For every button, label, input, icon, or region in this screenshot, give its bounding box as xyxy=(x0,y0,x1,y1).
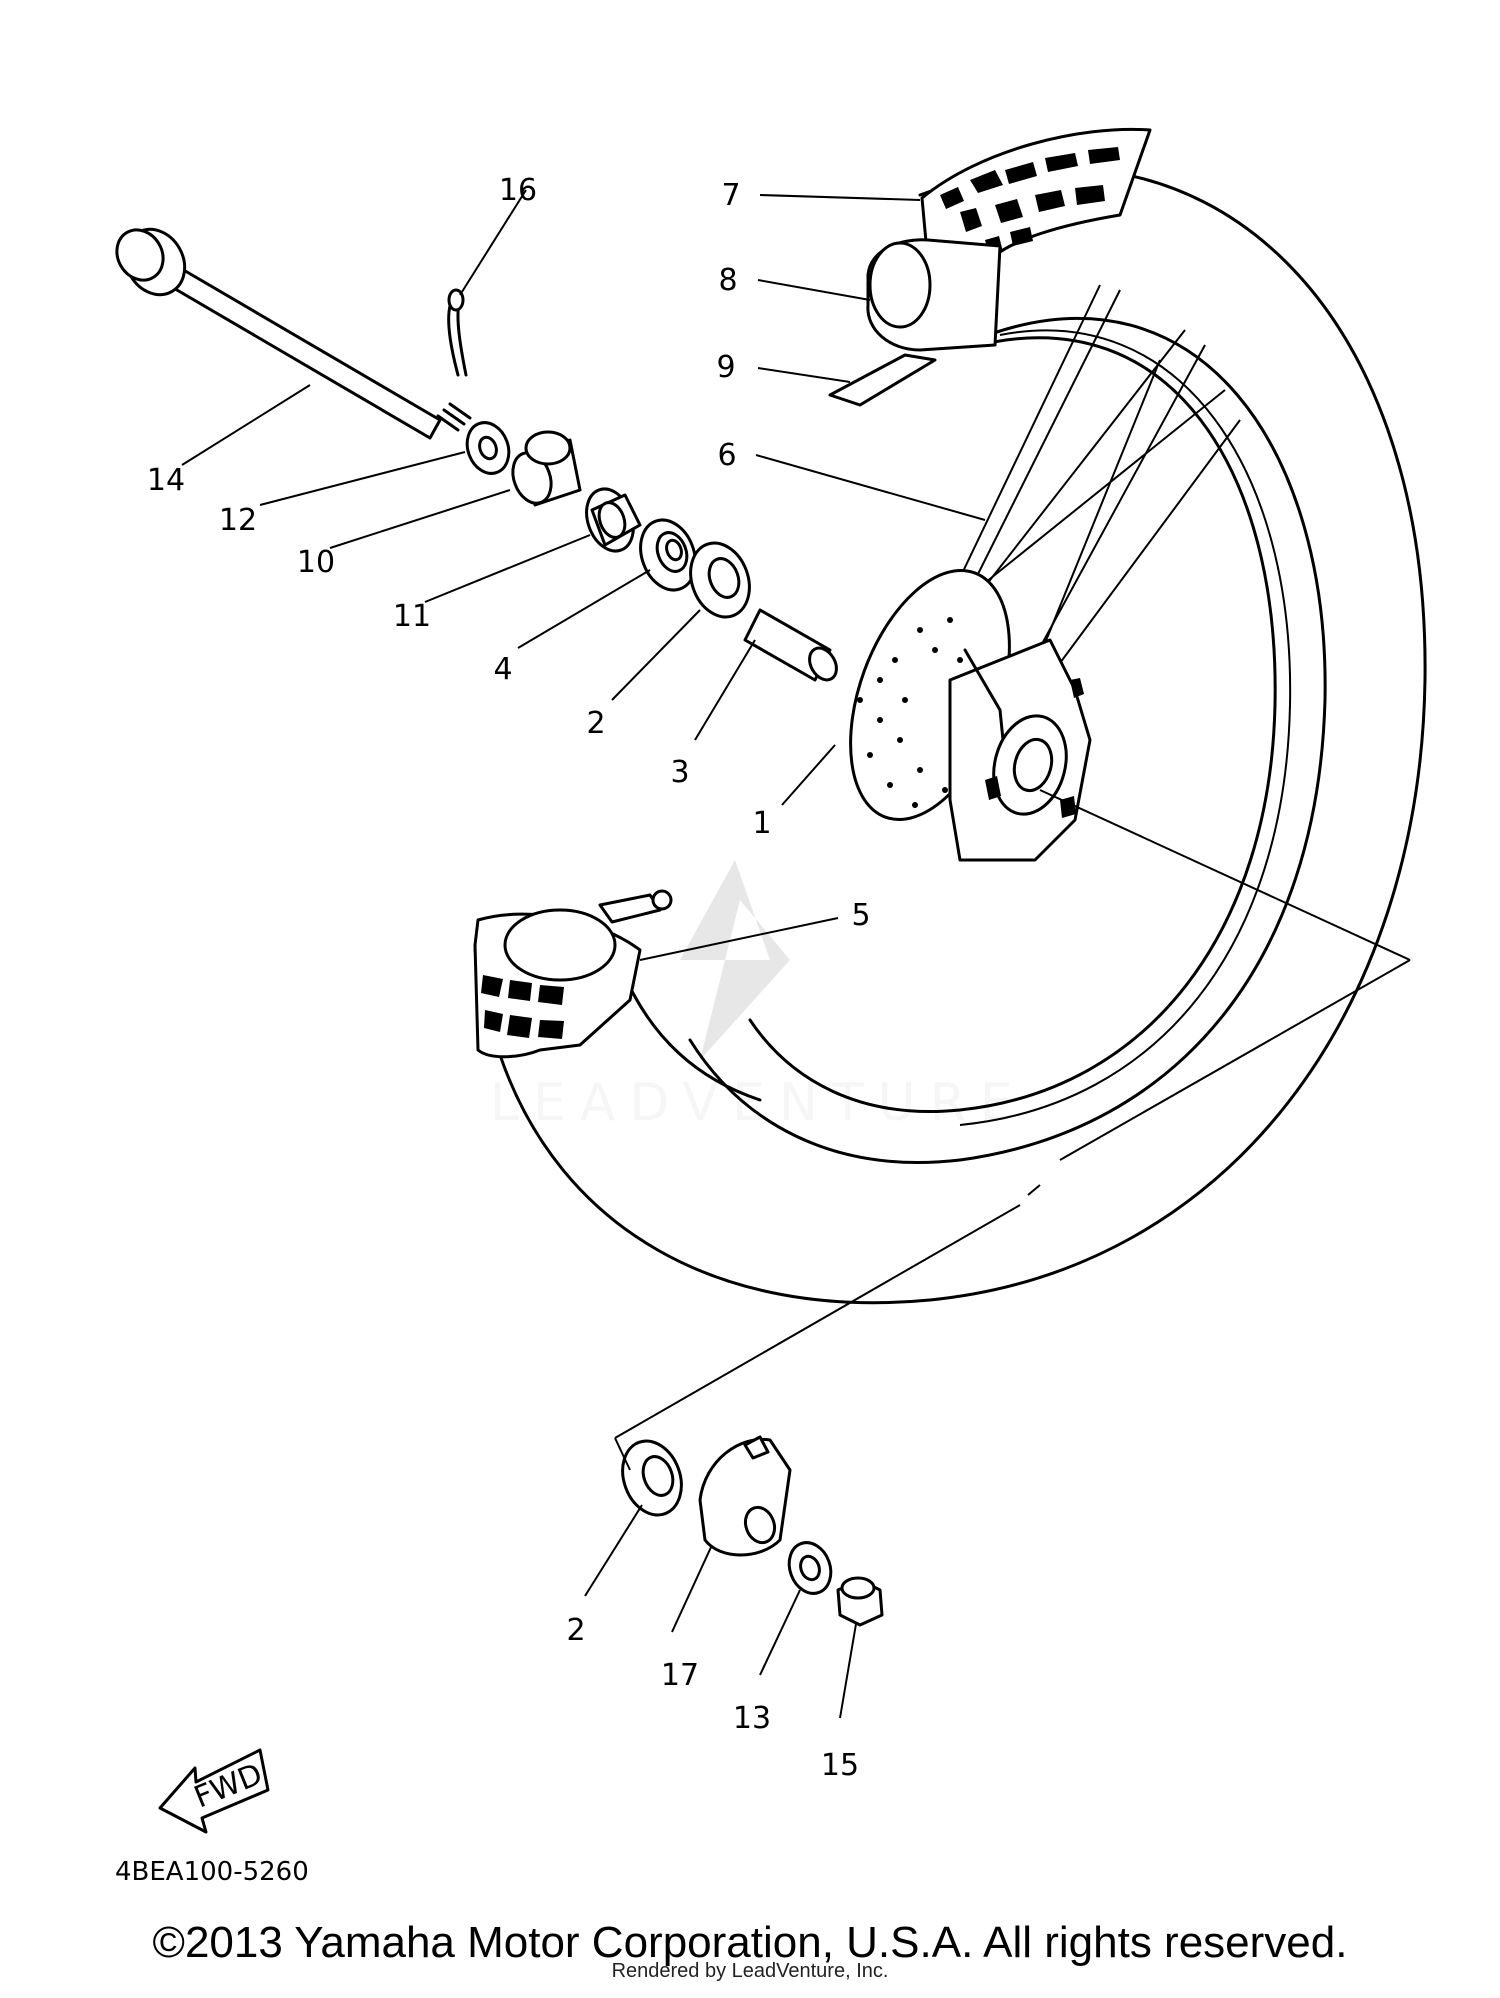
callout-13: 13 xyxy=(733,1701,771,1736)
oil-seal-11 xyxy=(585,487,642,553)
copyright-notice: ©2013 Yamaha Motor Corporation, U.S.A. A… xyxy=(152,1918,1348,1967)
callout-3: 3 xyxy=(670,755,689,790)
figure-code: 4BEA100-5260 xyxy=(115,1857,309,1887)
callout-7: 7 xyxy=(721,178,740,213)
callout-1: 1 xyxy=(752,806,771,841)
washer-12 xyxy=(465,421,511,475)
callout-11: 11 xyxy=(393,599,431,634)
callout-5: 5 xyxy=(851,898,870,933)
callout-8: 8 xyxy=(718,263,737,298)
bearing-2-upper xyxy=(689,541,751,619)
callout-labels: 16 7 8 9 6 14 12 10 11 4 2 3 1 5 2 17 13… xyxy=(147,173,871,1783)
spokes xyxy=(934,284,1241,691)
callout-9: 9 xyxy=(716,350,735,385)
bearing-4 xyxy=(639,518,697,592)
collar-10 xyxy=(511,430,582,507)
callout-14: 14 xyxy=(147,463,185,498)
rendered-by-credit: Rendered by LeadVenture, Inc. xyxy=(611,1960,889,1982)
bearing-2-lower xyxy=(621,1439,683,1517)
axle xyxy=(115,227,472,440)
callout-10: 10 xyxy=(297,545,335,580)
callout-16: 16 xyxy=(499,173,537,208)
castle-nut-15 xyxy=(836,1576,884,1627)
spacer-3 xyxy=(743,608,838,682)
cotter-pin xyxy=(447,288,468,377)
fwd-arrow-icon: FWD xyxy=(158,1748,270,1834)
leader-lines xyxy=(181,189,1411,1719)
callout-12: 12 xyxy=(219,503,257,538)
callout-6: 6 xyxy=(717,438,736,473)
leadventure-watermark: LEADVENTURE xyxy=(490,860,1027,1133)
meter-gear-unit-17 xyxy=(698,1435,792,1557)
callout-4: 4 xyxy=(493,652,512,687)
callout-2-upper: 2 xyxy=(586,706,605,741)
callout-2-lower: 2 xyxy=(566,1613,585,1648)
callout-17: 17 xyxy=(661,1658,699,1693)
tire-and-rim xyxy=(473,127,1427,1305)
watermark-text: LEADVENTURE xyxy=(490,1073,1027,1133)
washer-13 xyxy=(787,1541,833,1595)
callout-15: 15 xyxy=(821,1748,859,1783)
wheel-hub xyxy=(849,569,1092,862)
